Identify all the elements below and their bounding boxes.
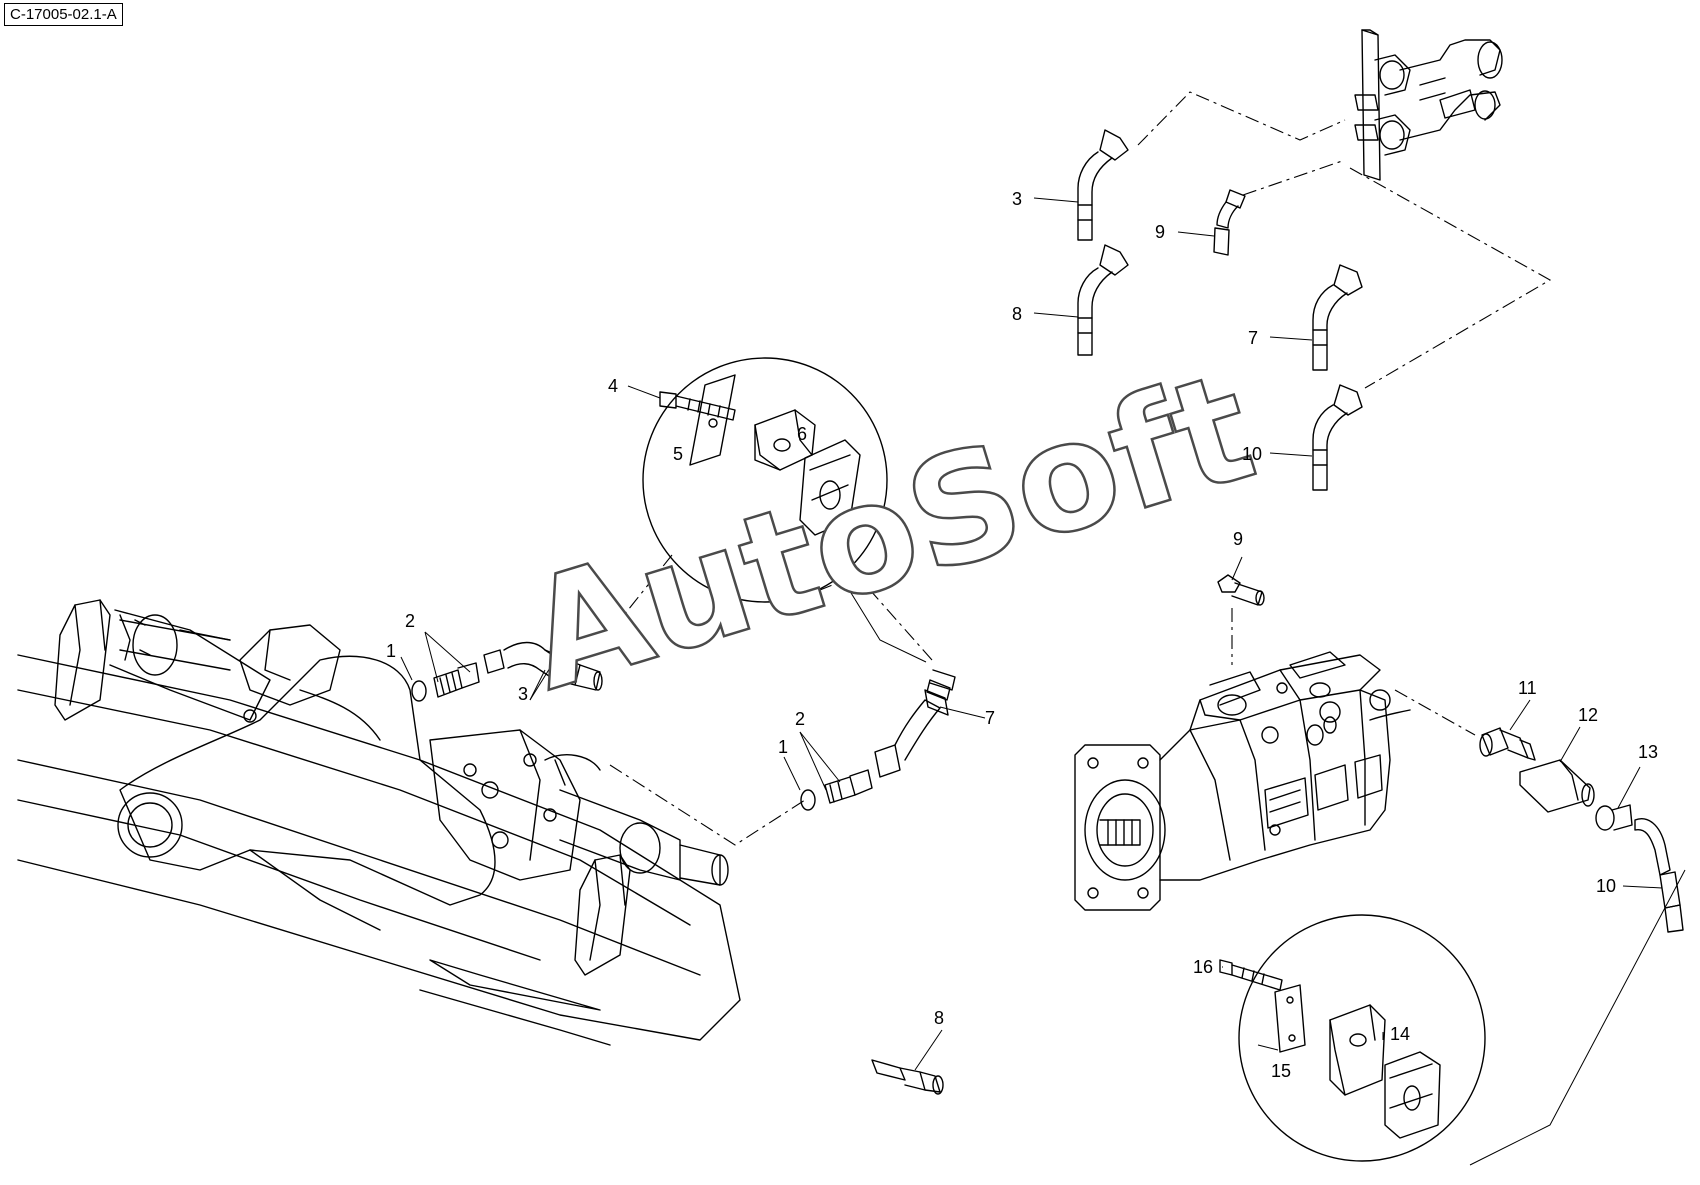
fitting-group-right	[1479, 727, 1684, 933]
leader-lines	[400, 197, 1686, 1166]
callout-7-upper: 7	[1248, 328, 1258, 348]
callout-3-left: 3	[518, 684, 528, 704]
callout-3-upper: 3	[1012, 189, 1022, 209]
callout-1-center: 1	[778, 737, 788, 757]
clamp-group-upper	[642, 357, 888, 603]
callout-8-lower: 8	[934, 1008, 944, 1028]
fitting-group-left	[411, 641, 603, 702]
callout-10-upper: 10	[1242, 444, 1262, 464]
callout-9-lower: 9	[1233, 529, 1243, 549]
callout-2-left: 2	[405, 611, 415, 631]
callout-4: 4	[608, 376, 618, 396]
callout-7-center: 7	[985, 708, 995, 728]
callout-5: 5	[673, 444, 683, 464]
callout-labels: 3 9 8 7 10 4 5 6 2 1 3 9 2 1 7 11 12 13 …	[386, 189, 1658, 1081]
callout-16: 16	[1193, 957, 1213, 977]
fitting-item-8-lower	[871, 1059, 944, 1095]
callout-15: 15	[1271, 1061, 1291, 1081]
callout-12: 12	[1578, 705, 1598, 725]
hydraulic-pump	[1074, 651, 1411, 911]
watermark: AutoSoft	[506, 339, 1272, 726]
clamp-group-lower	[1219, 914, 1486, 1162]
callout-11: 11	[1518, 678, 1537, 698]
hose-ends-upper	[1077, 129, 1363, 606]
drawing-reference-label: C-17005-02.1-A	[4, 3, 123, 26]
callout-8-upper: 8	[1012, 304, 1022, 324]
watermark-text: AutoSoft	[508, 340, 1272, 724]
callout-6: 6	[797, 424, 807, 444]
callout-9-upper: 9	[1155, 222, 1165, 242]
callout-13: 13	[1638, 742, 1658, 762]
axle-assembly	[17, 599, 741, 1046]
valve-manifold	[1354, 29, 1503, 181]
callout-14: 14	[1390, 1024, 1410, 1044]
fitting-group-center	[800, 669, 956, 811]
callout-10-lower: 10	[1596, 876, 1616, 896]
callout-2-center: 2	[795, 709, 805, 729]
callout-1-left: 1	[386, 641, 396, 661]
connection-lines	[589, 91, 1552, 846]
